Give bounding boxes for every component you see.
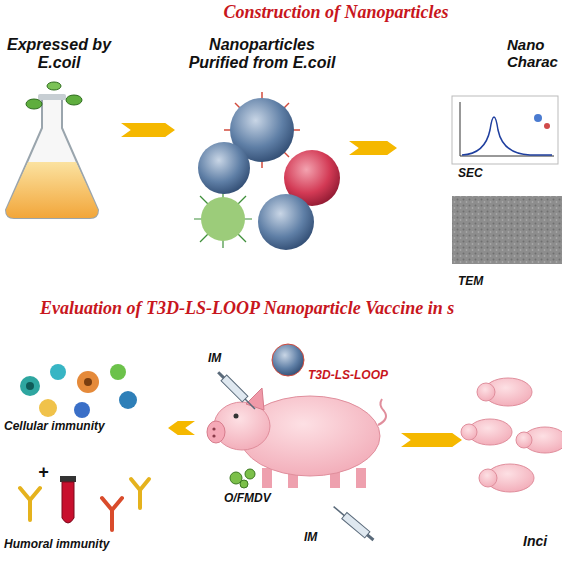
immune-cells: [20, 364, 137, 418]
antibodies: [20, 479, 149, 530]
flow-chevron: [168, 421, 195, 435]
flow-chevron: [121, 123, 175, 137]
stage-panel: Nanoparticles Purified from E.coil: [178, 28, 346, 258]
stage-label: IM: [304, 531, 328, 545]
pig-figure: [207, 388, 386, 488]
stage-panel: IM T3D-LS-LOOP IM O/FMDV: [198, 335, 398, 562]
flask-figure: [6, 82, 98, 218]
flow-chevron: [401, 433, 462, 447]
stage-panel: Cellular immunityHumoral immunity: [0, 338, 165, 562]
blood-tube: [60, 476, 76, 523]
sec-chart: [452, 96, 558, 164]
section-title: Evaluation of T3D-LS-LOOP Nanoparticle V…: [40, 298, 454, 319]
nanoparticle-icon: [272, 344, 304, 376]
section-title: Construction of Nanoparticles: [0, 2, 562, 23]
stage-label: SEC: [458, 167, 498, 181]
plus-sign: +: [38, 462, 49, 483]
pig-group: [461, 378, 562, 492]
stage-label: O/FMDV: [224, 492, 294, 506]
stage-label: T3D-LS-LOOP: [308, 369, 398, 383]
stage-label: Nanoparticles Purified from E.coil: [178, 36, 346, 73]
virus-icon: [230, 469, 255, 488]
stage-label: Expressed by E.coil: [2, 36, 116, 73]
stage-label: TEM: [458, 275, 498, 289]
flow-chevron: [349, 141, 397, 155]
stage-label: Inci: [523, 533, 562, 549]
stage-label: IM: [208, 352, 232, 366]
stage-panel: Expressed by E.coil: [0, 28, 118, 228]
stage-label: Cellular immunity: [4, 420, 162, 434]
nanoparticle-cluster: [194, 92, 340, 250]
stage-label: Nano Charac: [507, 36, 562, 71]
stage-label: Humoral immunity: [4, 538, 162, 552]
stage-panel: Nano CharacSEC TEM: [400, 28, 562, 298]
stage-panel: Inci: [465, 345, 562, 562]
tem-image: [452, 196, 562, 264]
syringe: [215, 369, 376, 543]
